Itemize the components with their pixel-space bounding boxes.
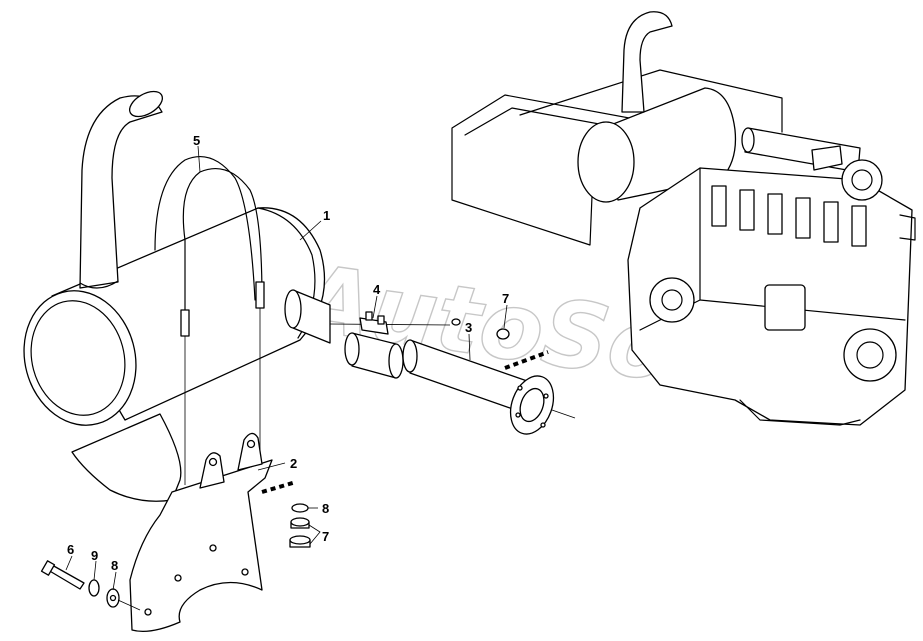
callout-5: 5 [193, 133, 200, 148]
washer-9 [88, 579, 100, 597]
callout-7-top: 7 [502, 291, 509, 306]
front-pulley [649, 277, 695, 323]
washer-top [451, 318, 461, 326]
injector [851, 205, 867, 247]
bracket-hole [144, 608, 152, 616]
u-bolt-back [154, 156, 256, 301]
muffler-assembly [23, 90, 326, 633]
callout-6: 6 [67, 542, 74, 557]
bolt [47, 564, 85, 590]
bolt-head [40, 560, 56, 576]
leader-2 [257, 462, 286, 471]
muffler-end-cap-rim [30, 300, 126, 416]
dashed-assembly-line [504, 350, 549, 370]
leader-9 [93, 560, 97, 581]
mounting-bracket-plate [129, 459, 273, 633]
callout-3: 3 [465, 320, 472, 335]
heat-shield-mesh [811, 145, 843, 171]
leader-6 [65, 555, 73, 571]
clamp-bolt [377, 315, 385, 325]
bracket-hole [208, 457, 218, 467]
u-bolt-thread-left [180, 309, 190, 337]
leader-7-bottom [308, 524, 321, 545]
flange-hole [515, 412, 521, 418]
callout-4: 4 [373, 282, 381, 297]
bracket-hole [209, 544, 217, 552]
leader-1 [299, 220, 322, 241]
callout-8-left: 8 [111, 558, 118, 573]
leader-4 [372, 295, 378, 319]
callout-1: 1 [323, 208, 330, 223]
muffler-end-cap [23, 290, 137, 426]
engine-installation-view [451, 11, 916, 426]
leader-lines [65, 145, 508, 591]
callout-2: 2 [290, 456, 297, 471]
bracket-hole [246, 439, 256, 449]
bracket-ear-right [237, 432, 263, 471]
axis-line [551, 409, 576, 419]
engine-tailpipe [621, 11, 673, 113]
ecu-module [764, 284, 806, 331]
injector [823, 201, 839, 243]
washer-8-hole [109, 594, 117, 602]
pipe-3-end [402, 339, 418, 373]
nut-7-lower-top [289, 535, 311, 545]
flywheel-hub [856, 341, 884, 369]
coupler-end [344, 332, 360, 366]
leader-7-top [503, 304, 508, 329]
nut-7-upper-top [290, 517, 310, 527]
mounting-bracket-saddle [71, 413, 182, 502]
heat-shield-end [741, 127, 755, 153]
callout-7-bottom: 7 [322, 529, 329, 544]
flange-hole [517, 385, 523, 391]
turbocharger-inlet [851, 169, 873, 191]
valve-cover-details [711, 185, 867, 247]
front-pulley-hub [661, 289, 683, 311]
flange-hole [540, 422, 546, 428]
engine-muffler-end [577, 121, 635, 203]
bracket-hole [241, 568, 249, 576]
injector [739, 189, 755, 231]
heat-shield-pipe [744, 127, 861, 173]
flange-hole [543, 393, 549, 399]
washer-8-lower [291, 503, 309, 513]
clamp-bolt [365, 311, 373, 321]
tailpipe-base [79, 280, 119, 289]
callout-8-right: 8 [322, 501, 329, 516]
coolant-outlet [899, 214, 916, 241]
injector [767, 193, 783, 235]
turbocharger [841, 159, 883, 201]
bracket-ear-left [199, 452, 225, 489]
leader-8-left [112, 571, 117, 591]
bracket-hardware [40, 560, 141, 611]
nut-stack [261, 480, 311, 548]
u-bolt-thread-right [255, 281, 265, 309]
bracket-hole [174, 574, 182, 582]
axis-line [329, 323, 451, 326]
cab-roof-line [519, 69, 783, 133]
bolt-axis-line [117, 599, 141, 611]
cab-panel-edge [464, 107, 633, 136]
outlet-sleeve-end [284, 289, 302, 329]
pipe-flange-bore [519, 387, 545, 423]
leader-3 [468, 333, 471, 361]
callouts: 1 2 3 4 5 6 7 7 8 8 9 [67, 133, 509, 573]
callout-9: 9 [91, 548, 98, 563]
oil-pan [739, 399, 861, 426]
dashed-assembly-line [261, 480, 297, 494]
tailpipe-outlet [128, 90, 164, 118]
injector [711, 185, 727, 227]
nut-7-top [496, 328, 510, 340]
exhaust-pipe-set [284, 289, 576, 435]
flywheel-housing [843, 328, 897, 382]
coupler-end [388, 343, 404, 379]
injector [795, 197, 811, 239]
leader-5 [197, 145, 201, 173]
